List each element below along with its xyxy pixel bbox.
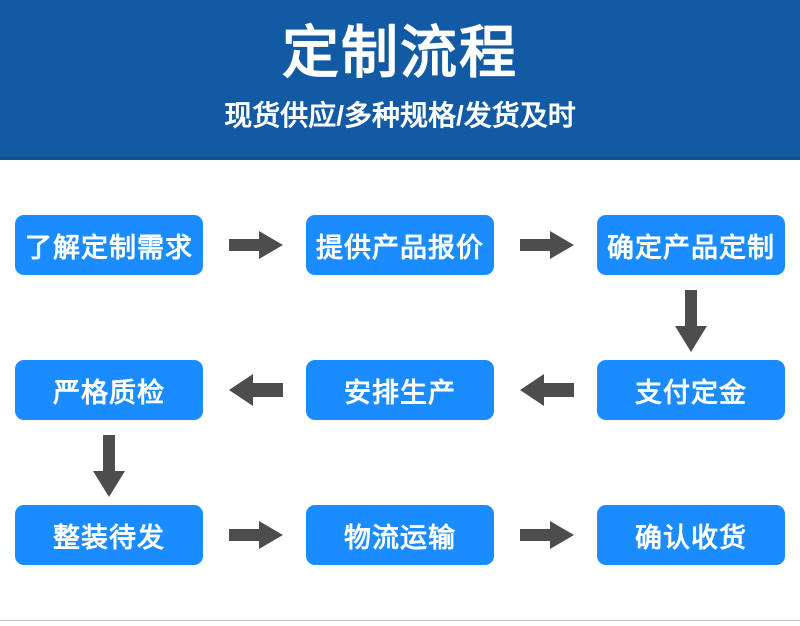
flow-step-4[interactable]: 支付定金: [597, 360, 785, 420]
header-banner: 定制流程 现货供应/多种规格/发货及时: [0, 0, 800, 160]
arrow-right-icon: [520, 519, 574, 551]
flow-step-6[interactable]: 严格质检: [15, 360, 203, 420]
arrow-left-icon: [520, 374, 574, 406]
flow-step-2[interactable]: 提供产品报价: [306, 215, 494, 275]
flow-step-9[interactable]: 确认收货: [597, 505, 785, 565]
flow-row-3: 整装待发 物流运输 确认收货: [0, 505, 800, 565]
page-title: 定制流程: [282, 21, 518, 85]
flow-step-7[interactable]: 整装待发: [15, 505, 203, 565]
flow-diagram: 了解定制需求 提供产品报价 确定产品定制 严格质检 安排生产: [0, 160, 800, 620]
flow-step-8[interactable]: 物流运输: [306, 505, 494, 565]
flow-step-1[interactable]: 了解定制需求: [15, 215, 203, 275]
flow-step-3[interactable]: 确定产品定制: [597, 215, 785, 275]
flow-row-1: 了解定制需求 提供产品报价 确定产品定制: [0, 215, 800, 275]
arrow-right-icon: [229, 519, 283, 551]
flow-step-5[interactable]: 安排生产: [306, 360, 494, 420]
arrow-left-icon: [229, 374, 283, 406]
bottom-divider: [0, 620, 800, 621]
page-subtitle: 现货供应/多种规格/发货及时: [224, 100, 576, 131]
arrow-right-icon: [229, 229, 283, 261]
arrow-right-icon: [520, 229, 574, 261]
flow-row-2: 严格质检 安排生产 支付定金: [0, 360, 800, 420]
arrow-down-icon: [674, 290, 708, 352]
arrow-down-icon: [92, 435, 126, 497]
